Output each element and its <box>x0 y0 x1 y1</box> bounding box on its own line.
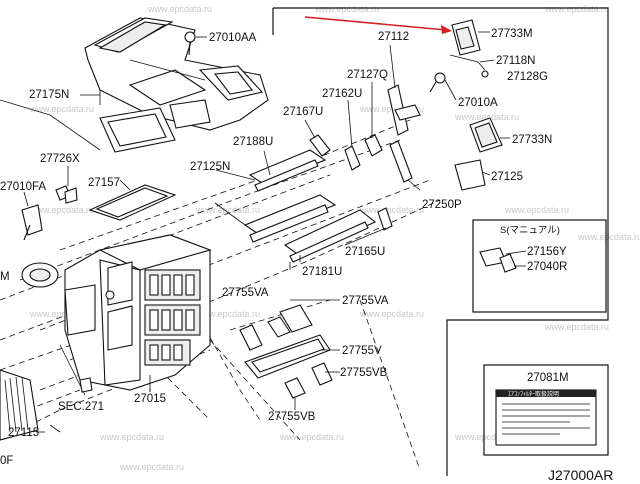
seal-strips <box>239 299 340 410</box>
label-27165U: 27165U <box>345 246 385 258</box>
label-27156Y: 27156Y <box>527 246 567 258</box>
label-27157: 27157 <box>88 177 120 189</box>
label-27188U: 27188U <box>233 136 273 148</box>
label-sec271: SEC.271 <box>58 401 104 413</box>
heater-core-27115 <box>0 369 61 441</box>
label-27726X: 27726X <box>40 153 80 165</box>
label-m: M <box>0 271 10 283</box>
label-27125: 27125 <box>491 171 523 183</box>
label-27127Q: 27127Q <box>347 69 388 81</box>
watermark: www.epcdata.ru <box>195 205 260 215</box>
intake-duct <box>84 17 269 153</box>
label-27733M: 27733M <box>491 28 533 40</box>
label-27010A: 27010A <box>458 97 498 109</box>
rod-27118N <box>449 54 495 78</box>
label-27181U: 27181U <box>302 266 342 278</box>
label-box-27081M: 27081M ｴｱｺﾝﾌｨﾙﾀｰ取扱説明 <box>483 364 609 456</box>
screw-27010AA <box>184 31 207 56</box>
watermark: www.epcdata.ru <box>454 112 519 122</box>
inset-manual: S(マニュアル) 27156Y 27040R <box>472 219 607 313</box>
screw-27010A <box>429 72 457 101</box>
inset-title: S(マニュアル) <box>500 225 560 236</box>
label-27015: 27015 <box>134 393 166 405</box>
label-27010AA: 27010AA <box>209 32 257 44</box>
label-27040R: 27040R <box>527 261 567 273</box>
watermark: www.epcdata.ru <box>359 205 424 215</box>
watermark: www.epcdata.ru <box>119 462 184 472</box>
label-27118N: 27118N <box>496 55 535 67</box>
label-27112: 27112 <box>378 31 409 43</box>
label-27250P: 27250P <box>422 199 462 211</box>
watermark: www.epcdata.ru <box>314 4 379 14</box>
diagram-code: J27000AR <box>548 467 613 483</box>
heater-unit <box>64 234 212 392</box>
watermark: www.epcdata.ru <box>29 205 94 215</box>
watermark: www.epcdata.ru <box>359 104 424 114</box>
motor <box>21 262 59 288</box>
label-27733N: 27733N <box>512 134 552 146</box>
watermark: www.epcdata.ru <box>29 309 94 319</box>
bracket-27125 <box>454 159 491 191</box>
label-0f: 0F <box>0 455 13 467</box>
clip-27726X <box>55 166 78 204</box>
label-27128G: 27128G <box>507 71 548 83</box>
watermark: www.epcdata.ru <box>544 4 609 14</box>
watermark: www.epcdata.ru <box>454 432 519 442</box>
label-27125N: 27125N <box>190 161 230 173</box>
watermark: www.epcdata.ru <box>279 432 344 442</box>
watermark: www.epcdata.ru <box>504 205 569 215</box>
label-27162U: 27162U <box>322 88 362 100</box>
label-27755VA-left: 27755VA <box>222 287 269 299</box>
label-heading: ｴｱｺﾝﾌｨﾙﾀｰ取扱説明 <box>508 390 559 398</box>
label-27081M: 27081M <box>527 372 569 384</box>
bracket-27010FA <box>21 191 43 241</box>
watermark: www.epcdata.ru <box>359 309 424 319</box>
leader-lines <box>0 44 421 433</box>
watermark: www.epcdata.ru <box>195 309 260 319</box>
label-27755VB-right: 27755VB <box>340 367 388 379</box>
watermark: www.epcdata.ru <box>544 322 609 332</box>
watermark: www.epcdata.ru <box>29 104 94 114</box>
watermark: www.epcdata.ru <box>147 4 212 14</box>
highlight-arrow <box>304 16 452 34</box>
door-panels <box>243 149 377 270</box>
actuator-27733N <box>469 117 510 153</box>
sec271-hose <box>59 344 93 396</box>
watermark: www.epcdata.ru <box>99 432 164 442</box>
label-27175N: 27175N <box>29 89 69 101</box>
label-27010FA: 27010FA <box>0 181 46 193</box>
label-27755V: 27755V <box>342 345 382 357</box>
label-27115: 27115 <box>8 427 39 439</box>
part-labels: 27010AA 27175N 27726X 27010FA 27157 2718… <box>0 28 552 467</box>
actuator-27733M <box>451 19 490 56</box>
label-27755VA-right: 27755VA <box>342 295 389 307</box>
diagram-frame <box>272 7 609 476</box>
watermarks: www.epcdata.ru www.epcdata.ru www.epcdat… <box>29 4 640 472</box>
filter-27157 <box>88 179 177 221</box>
label-27755VB-bottom: 27755VB <box>268 411 316 423</box>
label-27167U: 27167U <box>283 106 323 118</box>
